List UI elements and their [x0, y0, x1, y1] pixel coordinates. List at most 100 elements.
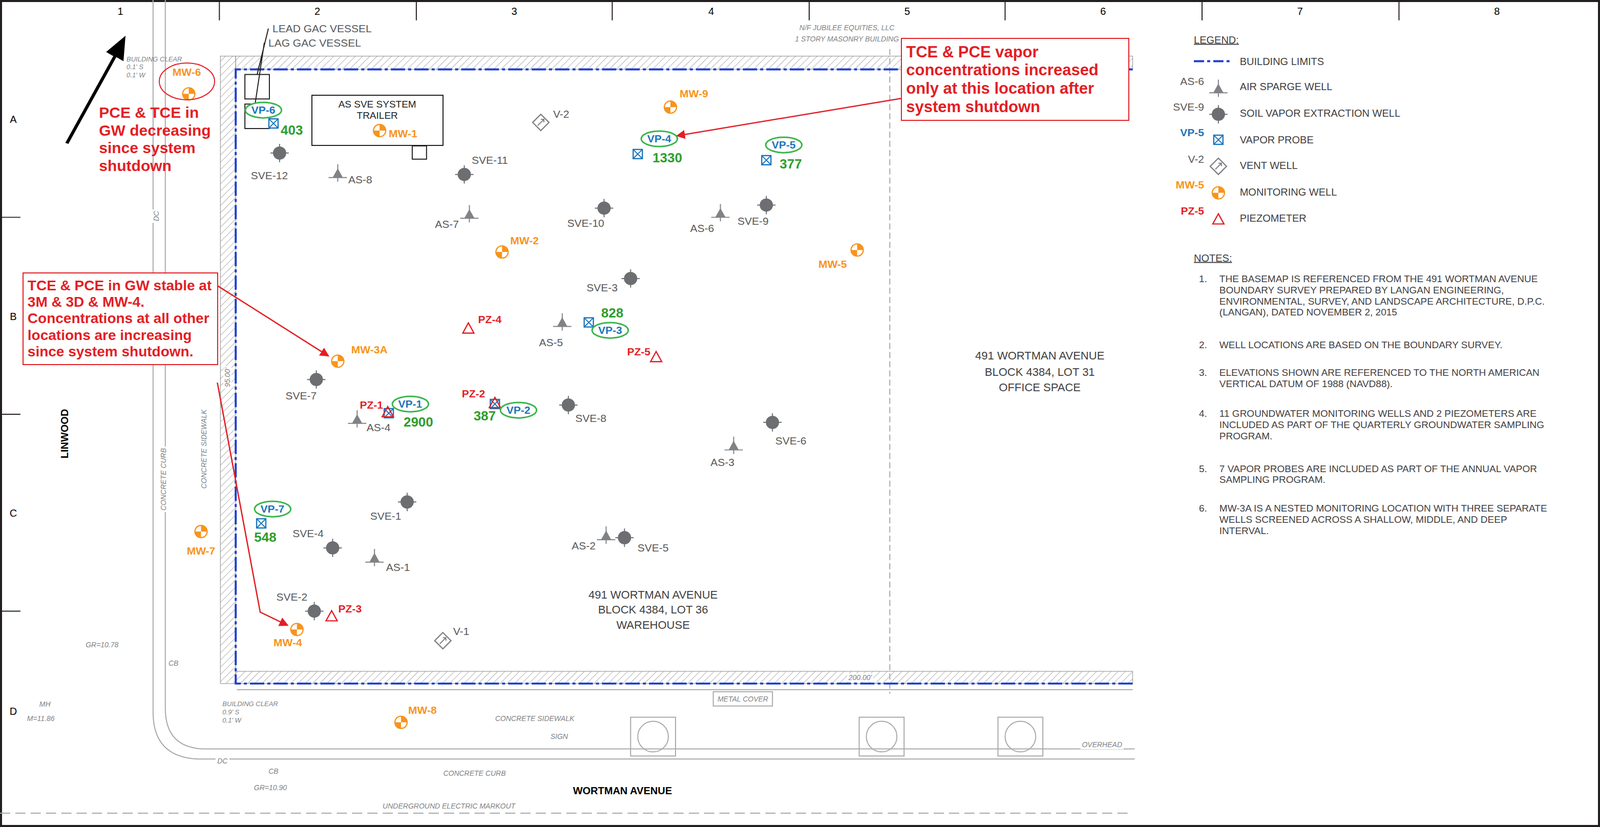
site-annotation: 0.9' S [222, 708, 240, 717]
air-sparge-well [328, 164, 348, 182]
callout-text: PCE & TCE in GW decreasing since system … [98, 103, 227, 175]
probe-ellipse: VP-6 [243, 100, 284, 120]
air-sparge-well [365, 549, 384, 567]
vapor-probe [256, 518, 266, 529]
monitoring-well-label: MW-5 [818, 258, 848, 271]
note-number: 1. [1198, 273, 1208, 285]
monitoring-well-label: MW-3A [351, 343, 388, 356]
site-annotation: CONCRETE CURB [441, 769, 508, 778]
well-label: AS-6 [689, 222, 714, 235]
site-annotation: 0.1' S [126, 63, 144, 72]
probe-ellipse-outline [254, 501, 291, 517]
grid-reference: 4 [708, 5, 714, 17]
legend-text: SOIL VAPOR EXTRACTION WELL [1239, 107, 1401, 119]
property-label: BLOCK 4384, LOT 36 [598, 603, 709, 617]
well-label: AS-3 [710, 455, 735, 469]
legend-text: MONITORING WELL [1239, 185, 1338, 198]
piezometer [382, 406, 394, 417]
site-annotation: CONCRETE SIDEWALK [199, 407, 208, 491]
well-label: AS-7 [434, 218, 459, 231]
grid-reference: 1 [117, 5, 124, 17]
vapor-probe-label: VP-5 [1180, 126, 1205, 139]
probe-ellipse: VP-1 [390, 394, 431, 414]
well-label: AS-2 [571, 539, 596, 553]
legend-text: BUILDING LIMITS [1239, 55, 1324, 67]
concentration-value: 1330 [652, 150, 683, 166]
site-annotation: N/F JUBILEE EQUITIES, LLC [797, 23, 897, 32]
note-text: 11 GROUNDWATER MONITORING WELLS AND 2 PI… [1219, 408, 1556, 442]
callout-arrow [676, 98, 901, 136]
vapor-probe [761, 155, 771, 165]
sve-well [323, 538, 343, 558]
property-label: 491 WORTMAN AVENUE [588, 588, 718, 602]
site-annotation: SIGN [549, 732, 570, 741]
probe-ellipse-outline [500, 402, 537, 418]
callout-box: TCE & PCE in GW stable at 3M & 3D & MW-4… [22, 272, 219, 366]
note-text: WELL LOCATIONS ARE BASED ON THE BOUNDARY… [1219, 339, 1556, 351]
sve-well [270, 143, 289, 163]
monitoring-well [373, 124, 386, 137]
well-symbols [182, 87, 864, 729]
street-features [0, 0, 1135, 814]
trailer-label: AS SVE SYSTEM TRAILER [326, 98, 429, 122]
site-annotation: 95.00' [223, 366, 232, 389]
vapor-probe-label: VP-5 [771, 138, 796, 152]
sve-well [455, 165, 474, 184]
site-annotation: BUILDING CLEAR [126, 55, 182, 63]
callout-text: TCE & PCE in GW stable at 3M & 3D & MW-4… [27, 277, 214, 361]
vapor-probe-label: VP-2 [506, 404, 531, 417]
grid-reference: C [9, 507, 17, 520]
probe-ellipse-outline [641, 131, 678, 147]
grid-reference: 3 [511, 5, 518, 17]
site-annotation: METAL COVER [716, 695, 770, 704]
well-label: SVE-7 [285, 389, 317, 403]
concentration-value: 2900 [403, 414, 434, 431]
probe-ellipse-outline [765, 137, 803, 153]
building-limits [235, 69, 1133, 684]
sve-well [559, 395, 578, 415]
legend-entry: BUILDING LIMITS [1239, 55, 1324, 68]
site-annotation: GR=10.78 [83, 640, 120, 649]
sve-well [621, 269, 640, 288]
building-wall-hatch [220, 56, 1133, 684]
vent-well [434, 632, 452, 649]
probe-ellipse-outline [245, 102, 282, 118]
vapor-probe-label: VP-7 [260, 502, 285, 516]
well-label: V-2 [1187, 153, 1205, 166]
note-number: 2. [1198, 339, 1208, 351]
note-number: 3. [1198, 367, 1208, 379]
sve-well [595, 199, 614, 218]
legend-entry: AIR SPARGE WELL [1239, 80, 1333, 93]
callout-text: TCE & PCE vapor concentrations increased… [906, 43, 1125, 117]
site-annotation: 1 STORY MASONRY BUILDING [793, 34, 901, 44]
sve-well [305, 601, 324, 621]
well-label: SVE-9 [1172, 100, 1205, 114]
well-label: SVE-3 [586, 281, 618, 294]
site-annotation: CONCRETE CURB [159, 446, 168, 513]
monitoring-well [495, 245, 509, 259]
site-annotation: DC [215, 756, 229, 766]
probe-ellipse: VP-5 [764, 135, 804, 155]
treatment-equipment [244, 28, 427, 160]
highlight-ellipse: MW-6 [158, 61, 216, 101]
site-annotation: M=11.86 [25, 714, 57, 723]
vapor-probe-label: VP-3 [598, 324, 623, 337]
section-heading: LEGEND: [1193, 33, 1239, 46]
air-sparge-well [597, 526, 616, 544]
monitoring-well [394, 716, 408, 729]
lot-line [889, 49, 891, 694]
monitoring-well-label: MW-4 [273, 636, 303, 649]
well-label: SVE-11 [471, 154, 509, 167]
air-sparge-well [460, 204, 479, 223]
grid-reference: D [9, 705, 17, 718]
sve-well [397, 492, 417, 512]
note-text: THE BASEMAP IS REFERENCED FROM THE 491 W… [1219, 273, 1556, 319]
site-annotation: MH [37, 700, 53, 709]
site-annotation: BUILDING CLEAR [222, 700, 278, 708]
legend-text: VENT WELL [1239, 159, 1298, 171]
concentration-value: 377 [779, 156, 802, 173]
note-number: 4. [1198, 408, 1208, 420]
note-number: 5. [1198, 463, 1208, 475]
legend-text: VAPOR PROBE [1239, 133, 1314, 145]
well-label: SVE-5 [637, 541, 669, 555]
